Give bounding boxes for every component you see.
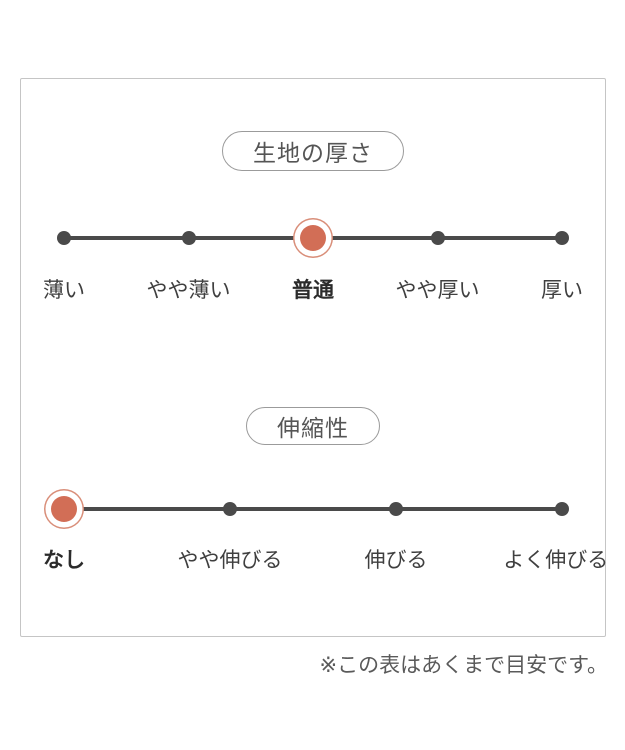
dot — [555, 231, 569, 245]
selected-dot — [300, 225, 326, 251]
footnote-text: ※この表はあくまで目安です。 — [319, 653, 609, 677]
thickness-title: 生地の厚さ — [253, 141, 373, 167]
scale-option-label: なし — [43, 548, 85, 572]
dot — [555, 502, 569, 516]
scale-option-label: やや薄い — [146, 278, 231, 302]
dot — [181, 231, 196, 245]
stretch-labels: なし やや伸びる 伸びる よく伸びる — [43, 547, 608, 573]
stretch-track-line — [64, 507, 562, 511]
dot — [57, 231, 71, 245]
scale-option-label: 伸びる — [364, 548, 428, 572]
scale-option-label: やや厚い — [395, 278, 480, 302]
dot — [389, 502, 403, 516]
stretch-title-pill: 伸縮性 — [246, 407, 380, 445]
dot — [223, 502, 237, 516]
selected-dot — [51, 496, 77, 522]
thickness-labels: 薄い やや薄い 普通 やや厚い 厚い — [43, 277, 583, 303]
scale-option-label: 普通 — [292, 278, 334, 302]
guide-box: 生地の厚さ 薄い やや薄い 普通 やや厚い 厚い 伸縮性 なし やや伸びる 伸びる よく伸びる — [20, 78, 608, 637]
scale-option-label: やや伸びる — [177, 548, 283, 572]
scale-option-label: 薄い — [43, 278, 85, 302]
thickness-title-pill: 生地の厚さ — [222, 131, 404, 171]
stretch-title: 伸縮性 — [277, 416, 349, 442]
scale-option-label: よく伸びる — [503, 548, 609, 572]
scale-option-label: 厚い — [541, 278, 583, 302]
dot — [430, 231, 445, 245]
